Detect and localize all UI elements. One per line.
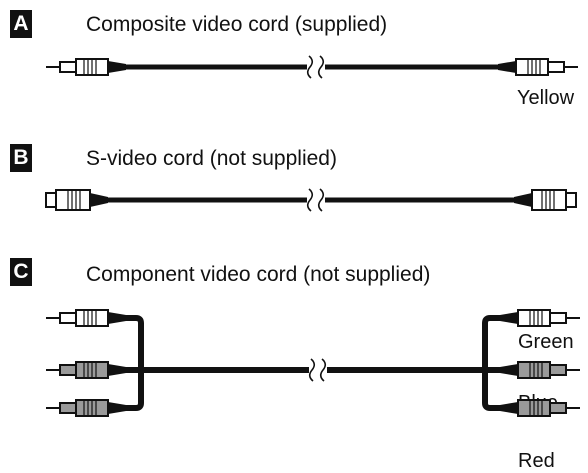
section-c-title: Component video cord (not supplied) <box>86 263 431 286</box>
section-b-badge: B <box>10 144 32 172</box>
rca-plug-icon <box>45 399 127 417</box>
section-c-badge: C <box>10 258 32 286</box>
label-green: Green <box>518 331 574 353</box>
composite-cord <box>45 54 579 80</box>
rca-plug-icon <box>497 58 579 76</box>
label-red: Red <box>518 450 555 472</box>
cable-break-icon <box>308 357 328 383</box>
rca-plug-icon <box>45 361 127 379</box>
s-video-cord <box>45 187 577 213</box>
s-video-plug-icon <box>513 189 577 211</box>
rca-plug-icon <box>45 309 127 327</box>
component-cord <box>45 309 581 417</box>
rca-plug-icon <box>499 361 581 379</box>
section-a-badge: A <box>10 10 32 38</box>
rca-plug-icon <box>45 58 127 76</box>
rca-plug-icon <box>499 309 581 327</box>
section-b-title: S-video cord (not supplied) <box>86 147 337 170</box>
s-video-plug-icon <box>45 189 109 211</box>
label-yellow: Yellow <box>517 87 575 109</box>
cable-break-icon <box>306 54 326 80</box>
rca-plug-icon <box>499 399 581 417</box>
cable-break-icon <box>306 187 326 213</box>
section-a-title: Composite video cord (supplied) <box>86 13 388 36</box>
